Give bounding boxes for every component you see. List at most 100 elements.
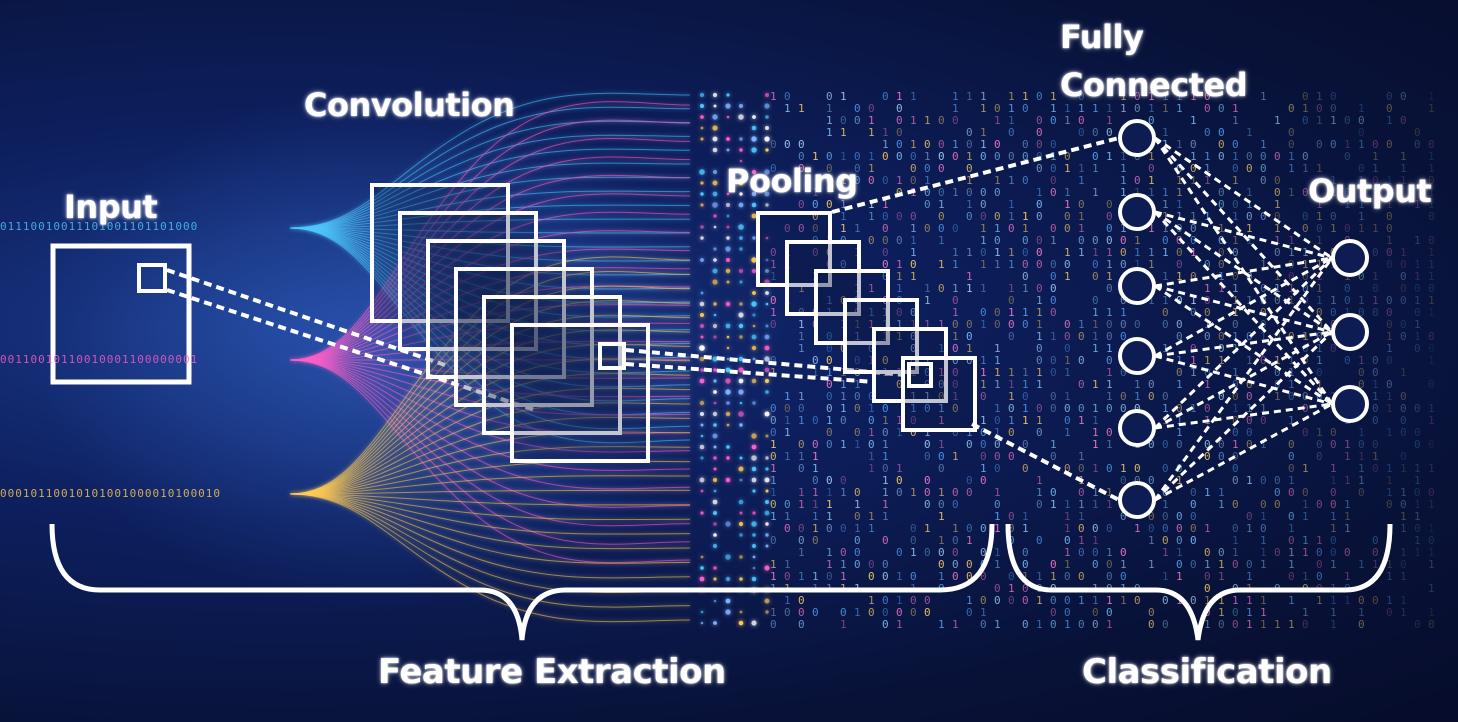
fully-connected-node [1118, 409, 1156, 447]
data-dot [713, 621, 717, 625]
binary-digit: 1 [910, 138, 917, 151]
binary-digit: 0 [910, 534, 917, 547]
binary-digit: 1 [1302, 462, 1309, 475]
binary-digit: 0 [1120, 510, 1127, 523]
binary-digit: 0 [910, 606, 917, 619]
convolution-feature-map [482, 295, 622, 435]
binary-digit: 1 [770, 462, 777, 475]
pooling-window [907, 362, 933, 388]
binary-digit: 0 [1106, 354, 1113, 367]
data-dot [726, 456, 730, 460]
binary-digit: 1 [910, 318, 917, 331]
binary-digit: 0 [1358, 114, 1365, 127]
binary-digit: 1 [1288, 246, 1295, 259]
binary-digit: 1 [994, 342, 1001, 355]
binary-digit: 1 [1190, 294, 1197, 307]
wire [289, 248, 691, 361]
binary-digit: 1 [812, 486, 819, 499]
binary-digit: 0 [1232, 558, 1239, 571]
binary-digit: 0 [1050, 606, 1057, 619]
binary-digit: 1 [1120, 186, 1127, 199]
binary-digit: 0 [1274, 486, 1281, 499]
binary-digit: 1 [1106, 378, 1113, 391]
binary-digit: 1 [868, 318, 875, 331]
binary-digit: 1 [1064, 546, 1071, 559]
binary-digit: 0 [1358, 126, 1365, 139]
binary-digit: 0 [1190, 522, 1197, 535]
binary-digit: 1 [1330, 606, 1337, 619]
binary-digit: 0 [812, 438, 819, 451]
binary-digit: 1 [1134, 522, 1141, 535]
wire [289, 329, 691, 495]
binary-digit: 1 [1036, 330, 1043, 343]
binary-digit: 1 [910, 486, 917, 499]
binary-digit: 1 [1036, 378, 1043, 391]
binary-digit: 0 [994, 186, 1001, 199]
data-dot [765, 148, 769, 152]
binary-digit: 1 [1078, 498, 1085, 511]
binary-digit: 1 [882, 198, 889, 211]
binary-digit: 0 [1400, 390, 1407, 403]
binary-digit: 0 [1050, 294, 1057, 307]
binary-digit: 0 [896, 234, 903, 247]
binary-digit: 0 [910, 306, 917, 319]
binary-digit: 0 [882, 558, 889, 571]
binary-digit: 1 [1428, 90, 1435, 103]
binary-digit: 1 [1344, 138, 1351, 151]
binary-digit: 0 [1330, 534, 1337, 547]
binary-digit: 1 [784, 426, 791, 439]
binary-digit: 1 [1204, 150, 1211, 163]
binary-digit: 1 [840, 486, 847, 499]
binary-digit: 1 [924, 522, 931, 535]
binary-digit: 0 [1022, 618, 1029, 631]
wire [289, 227, 691, 318]
binary-digit: 0 [1232, 450, 1239, 463]
data-dot [700, 368, 704, 372]
data-dot [752, 181, 756, 185]
data-dot [764, 367, 770, 373]
binary-digit: 1 [1372, 378, 1379, 391]
binary-digit: 0 [1302, 342, 1309, 355]
data-dot [751, 477, 757, 483]
binary-digit: 1 [1288, 162, 1295, 175]
binary-digit: 0 [980, 390, 987, 403]
binary-digit: 1 [1232, 330, 1239, 343]
binary-digit: 0 [1050, 402, 1057, 415]
binary-digit: 0 [1288, 570, 1295, 583]
binary-digit: 0 [994, 150, 1001, 163]
binary-digit: 0 [1078, 618, 1085, 631]
wire [289, 358, 691, 495]
binary-digit: 1 [980, 126, 987, 139]
binary-digit: 1 [1134, 234, 1141, 247]
data-dot [700, 335, 704, 339]
wire [289, 227, 691, 290]
binary-digit: 1 [1106, 270, 1113, 283]
data-dot [751, 136, 757, 142]
binary-digit: 0 [798, 594, 805, 607]
binary-digit: 1 [1246, 354, 1253, 367]
data-dot [764, 378, 770, 384]
binary-digit: 0 [882, 534, 889, 547]
binary-digit: 1 [1134, 246, 1141, 259]
binary-digit: 0 [1050, 450, 1057, 463]
binary-digit: 1 [770, 90, 777, 103]
wire [289, 493, 691, 550]
data-dot [764, 598, 770, 604]
binary-digit: 0 [784, 222, 791, 235]
binary-digit: 0 [854, 150, 861, 163]
binary-digit: 1 [868, 462, 875, 475]
binary-digit: 0 [1218, 546, 1225, 559]
binary-digit: 0 [1386, 210, 1393, 223]
binary-digit: 1 [840, 210, 847, 223]
binary-digit: 0 [1218, 102, 1225, 115]
binary-digit: 1 [868, 162, 875, 175]
binary-digit: 0 [1274, 474, 1281, 487]
binary-digit: 0 [1232, 270, 1239, 283]
binary-digit: 0 [1022, 438, 1029, 451]
binary-digit: 1 [1316, 534, 1323, 547]
binary-digit: 0 [1064, 318, 1071, 331]
data-dot [726, 357, 730, 361]
binary-digit: 0 [966, 354, 973, 367]
binary-digit: 1 [938, 534, 945, 547]
data-dot [726, 423, 730, 427]
